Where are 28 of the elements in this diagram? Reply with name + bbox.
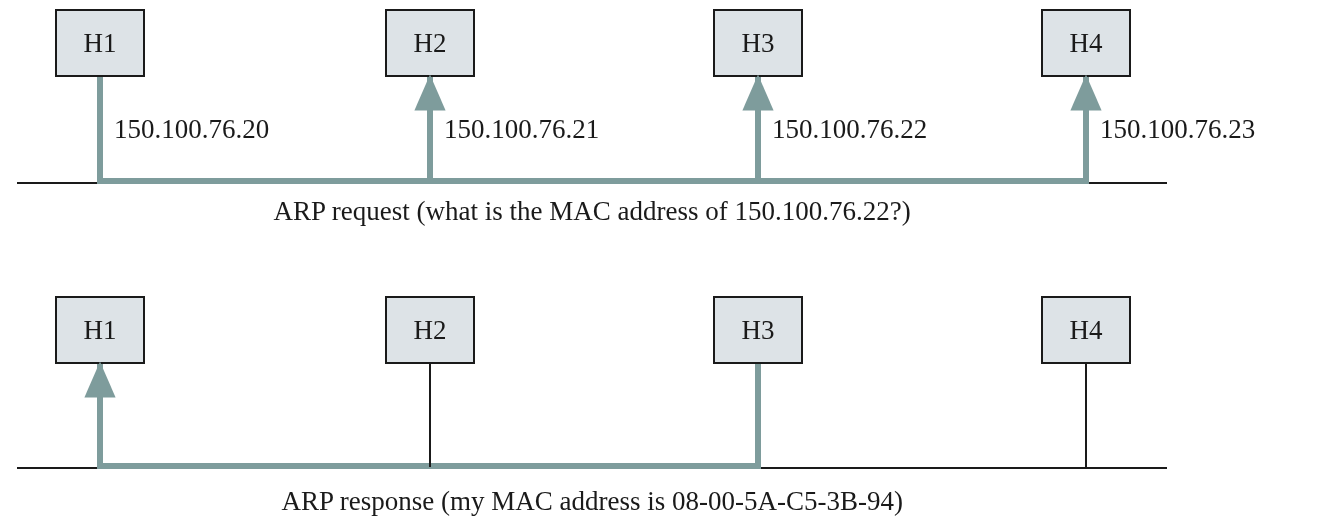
- host-box: [55, 9, 145, 77]
- host-label: H4: [1069, 27, 1103, 59]
- host-label: H3: [741, 314, 775, 346]
- host-label: H3: [741, 27, 775, 59]
- host-label: H2: [413, 314, 447, 346]
- ip-address-label: 150.100.76.22: [772, 114, 928, 146]
- host-box: [1041, 9, 1131, 77]
- host-label: H1: [83, 314, 117, 346]
- host-box: [713, 296, 803, 364]
- network-bus-line: [17, 182, 1167, 184]
- ip-address-label: 150.100.76.21: [444, 114, 600, 146]
- host-box: [385, 9, 475, 77]
- host-label: H2: [413, 27, 447, 59]
- host-box: [385, 296, 475, 364]
- host-label: H1: [83, 27, 117, 59]
- ip-address-label: 150.100.76.20: [114, 114, 270, 146]
- arrow: [84, 361, 761, 469]
- caption: ARP request (what is the MAC address of 150.100.76.22?): [273, 196, 911, 228]
- caption: ARP response (my MAC address is 08-00-5A-C5-3B-94): [281, 486, 903, 518]
- host-box: [55, 296, 145, 364]
- host-box: [1041, 296, 1131, 364]
- connector-line: [1085, 363, 1087, 468]
- arrow: [97, 74, 1102, 184]
- connector-line: [429, 363, 431, 468]
- network-bus-line: [17, 467, 1167, 469]
- host-label: H4: [1069, 314, 1103, 346]
- ip-address-label: 150.100.76.23: [1100, 114, 1256, 146]
- host-box: [713, 9, 803, 77]
